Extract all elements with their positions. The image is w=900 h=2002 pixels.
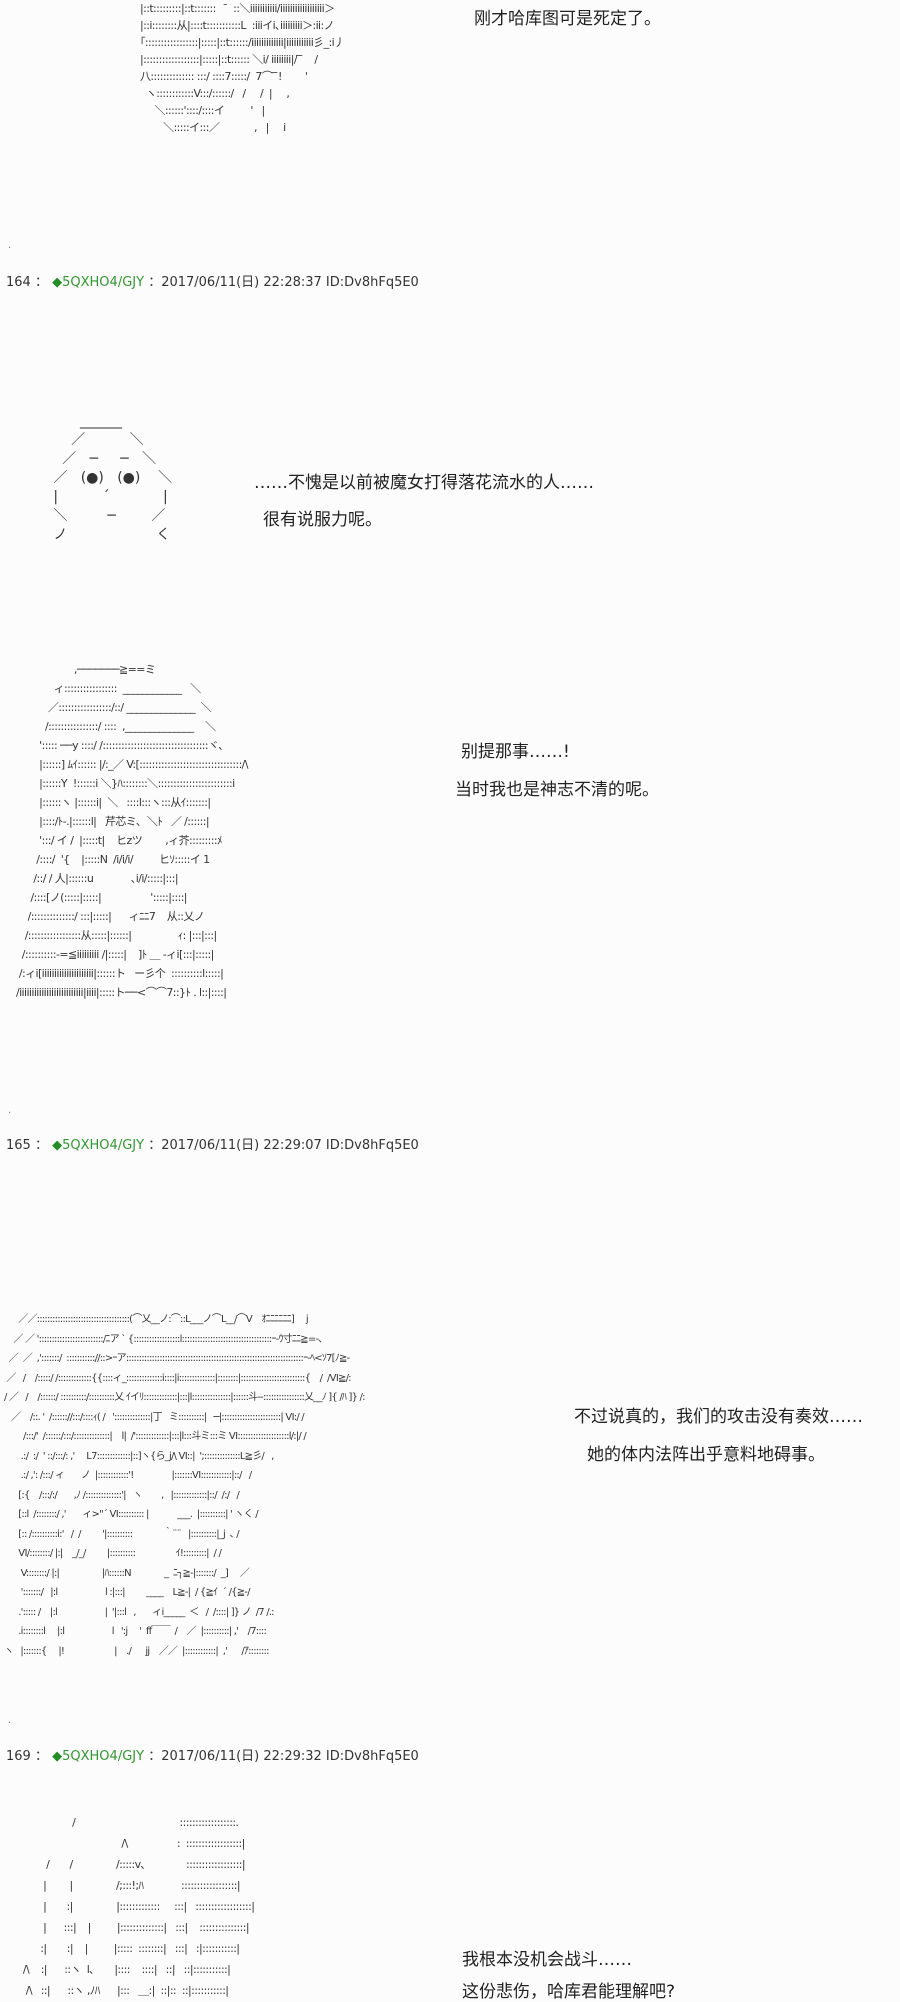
trip-diamond-icon: ◆	[52, 1138, 63, 1153]
post-sep: ：	[34, 1749, 48, 1764]
dialogue-line: 刚才哈库图可是死定了。	[474, 9, 661, 29]
tripcode: 5QXHO4/GJY	[62, 1138, 145, 1153]
post-number[interactable]: 164	[6, 275, 31, 290]
post-number[interactable]: 169	[6, 1749, 31, 1764]
ascii-art-1: |::t:::::::::|::t::::::: ̄ ::＼iiiiiiiiii…	[140, 2, 345, 134]
tripcode: 5QXHO4/GJY	[62, 275, 145, 290]
tripcode: 5QXHO4/GJY	[62, 1749, 145, 1764]
trip-diamond-icon: ◆	[52, 1749, 63, 1764]
post-date: ：2017/06/11(日) 22:29:07 ID:Dv8hFq5E0	[148, 1138, 419, 1153]
ascii-art-4: / ::::::::::::::::::. /\ : :::::::::::::…	[22, 1816, 255, 1997]
post-header: 165 ： ◆5QXHO4/GJY ：2017/06/11(日) 22:29:0…	[6, 1134, 419, 1153]
separator-dot: .	[8, 1105, 12, 1116]
post-header: 164 ： ◆5QXHO4/GJY ：2017/06/11(日) 22:28:3…	[6, 271, 419, 290]
ascii-art-face: ______ ／ ＼ ／ ─ ─ ＼ ／ (●) (●) ＼ | ´ | ＼ ─…	[53, 413, 173, 543]
dialogue-line: 这份悲伤，哈库君能理解吧?	[462, 1982, 676, 2002]
trip-diamond-icon: ◆	[52, 275, 63, 290]
ascii-art-2: ,───────≧==ミ ィ::::::::::::::::: ________…	[16, 663, 248, 999]
ascii-art-3: ／／::::::::::::::::::::::::::::::::::::(⌒…	[4, 1314, 365, 1657]
dialogue-line: 当时我也是神志不清的呢。	[455, 780, 659, 800]
separator-dot: .	[8, 1715, 12, 1726]
post-sep: ：	[34, 1138, 48, 1153]
dialogue-line: 别提那事……!	[461, 742, 570, 762]
dialogue-line: 不过说真的，我们的攻击没有奏效……	[574, 1407, 863, 1427]
post-sep: ：	[34, 275, 48, 290]
dialogue-line: 很有说服力呢。	[263, 510, 382, 530]
dialogue-line: 她的体内法阵出乎意料地碍事。	[587, 1445, 825, 1465]
post-header: 169 ： ◆5QXHO4/GJY ：2017/06/11(日) 22:29:3…	[6, 1745, 419, 1764]
post-date: ：2017/06/11(日) 22:29:32 ID:Dv8hFq5E0	[148, 1749, 419, 1764]
dialogue-line: ……不愧是以前被魔女打得落花流水的人……	[254, 473, 594, 493]
separator-dot: .	[8, 240, 12, 251]
post-number[interactable]: 165	[6, 1138, 31, 1153]
dialogue-line: 我根本没机会战斗……	[462, 1950, 632, 1970]
post-date: ：2017/06/11(日) 22:28:37 ID:Dv8hFq5E0	[148, 275, 419, 290]
